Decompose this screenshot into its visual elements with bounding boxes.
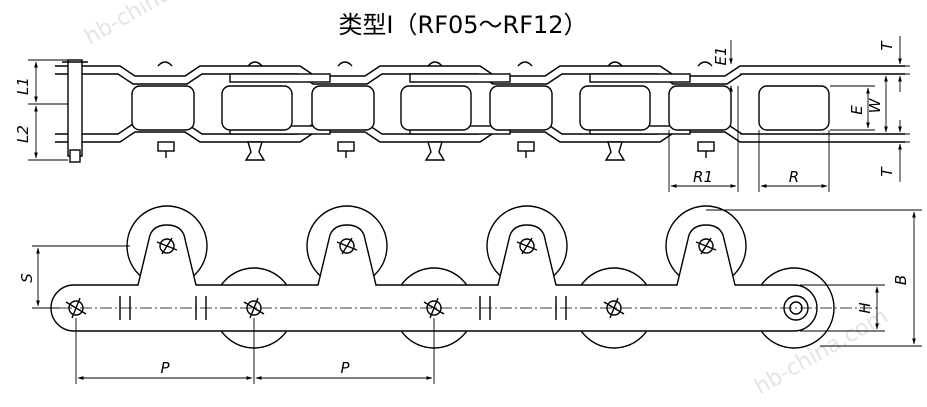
roller xyxy=(221,85,293,131)
roller xyxy=(489,85,553,131)
pin-cap-top xyxy=(337,61,353,67)
inner-plate-top xyxy=(589,73,691,83)
plate-break-marks xyxy=(119,296,567,320)
label-T-top: T xyxy=(878,40,896,51)
label-W: W xyxy=(866,97,884,113)
pin-cap-top xyxy=(247,61,263,67)
plate-pin xyxy=(603,297,625,319)
label-P-left: P xyxy=(160,359,170,377)
end-pin-cotter xyxy=(69,149,81,163)
roller xyxy=(668,85,732,131)
watermark-top: hb-china.com xyxy=(81,0,223,50)
label-H: H xyxy=(856,302,874,313)
pin-bottom xyxy=(157,141,175,158)
roller xyxy=(400,85,472,131)
lug-pin xyxy=(695,237,717,255)
label-B: B xyxy=(892,275,910,285)
pin-cap-top xyxy=(427,61,443,67)
label-S: S xyxy=(18,273,36,283)
pin-bottom xyxy=(517,141,535,158)
side-view: S B H P P xyxy=(18,205,922,384)
cotter-pin-bottom xyxy=(244,141,266,161)
roller xyxy=(579,85,651,131)
label-L1: L1 xyxy=(14,77,32,95)
link-plate-side xyxy=(50,224,818,332)
pin-cap-top xyxy=(157,61,173,67)
inner-plate-top xyxy=(229,73,331,83)
label-L2: L2 xyxy=(14,125,32,143)
label-P-right: P xyxy=(340,359,350,377)
cotter-pin-bottom xyxy=(604,141,626,161)
label-E1: E1 xyxy=(712,46,730,65)
lug-pin xyxy=(336,237,358,255)
pin-cap-top xyxy=(607,61,623,67)
lug-pin xyxy=(516,237,538,255)
label-R1: R1 xyxy=(693,168,713,186)
roller xyxy=(758,85,830,131)
pin-bottom xyxy=(337,141,355,158)
label-E: E xyxy=(848,105,866,115)
pin-bottom xyxy=(697,141,715,158)
pin-cap-top xyxy=(517,61,533,67)
diagram-title: 类型Ⅰ（RF05～RF12） xyxy=(338,11,587,39)
top-view: L1 L2 T E W T E1 R1 R xyxy=(14,36,910,192)
lug-pin xyxy=(156,237,178,255)
label-T-bottom: T xyxy=(878,166,896,177)
cotter-pin-bottom xyxy=(424,141,446,161)
inner-plate-top xyxy=(409,73,511,83)
end-pin xyxy=(67,59,83,157)
label-R: R xyxy=(789,168,799,186)
roller xyxy=(131,85,195,131)
roller xyxy=(311,85,375,131)
pin-cap-top xyxy=(697,61,713,67)
